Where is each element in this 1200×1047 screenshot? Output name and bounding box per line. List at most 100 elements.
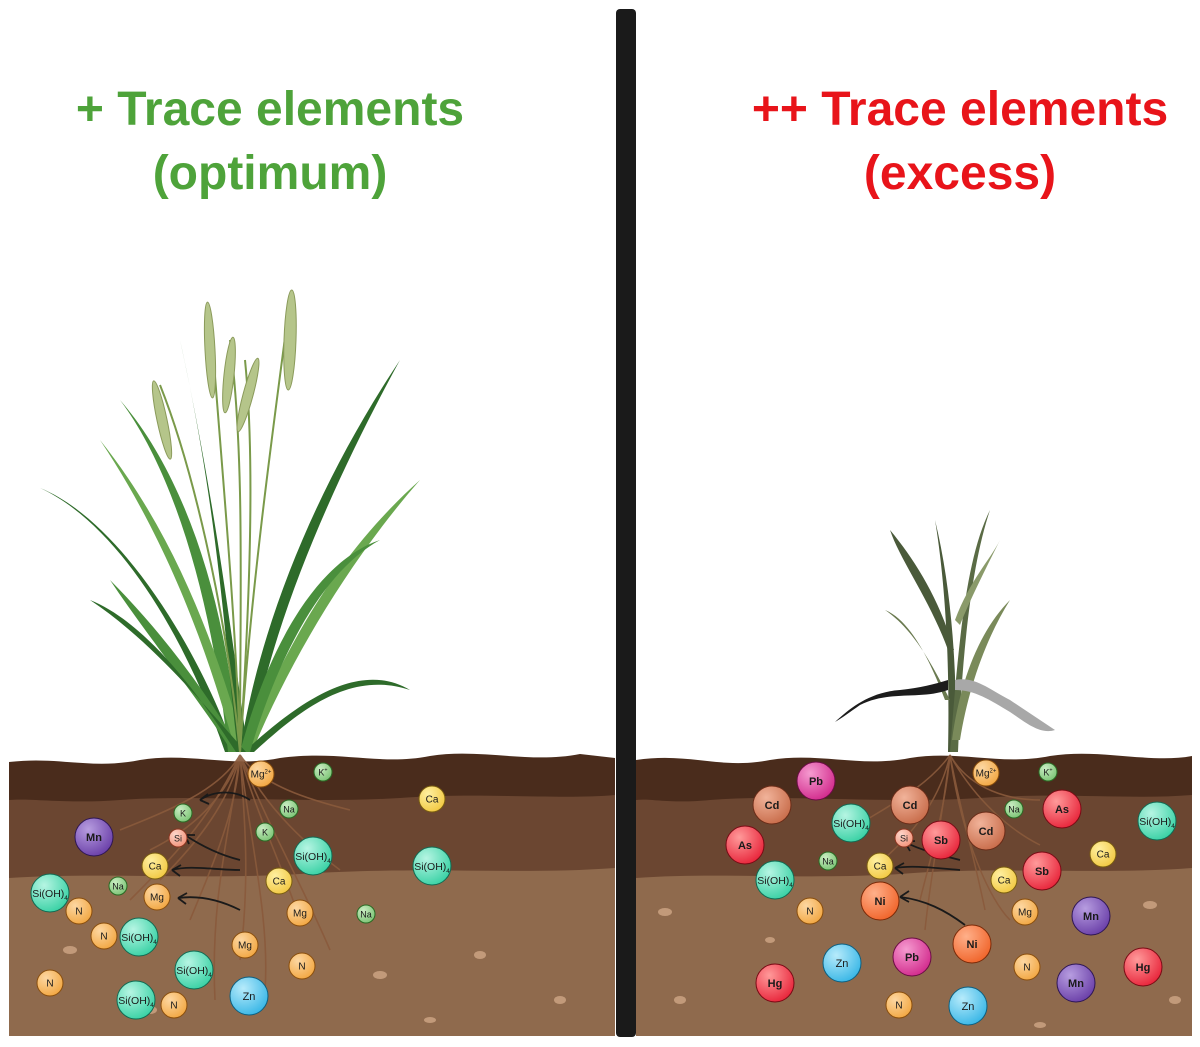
ion-mg: Mg [231,931,259,959]
ion-bubble [160,991,188,1019]
ion-label: Mg [150,893,164,904]
ion-bubble [818,851,838,871]
ion-label: Si [900,834,908,844]
ion-si: Si [168,828,188,848]
ion-bubble [247,760,275,788]
ion-ca: Ca [866,852,894,880]
ion-bubble [952,924,992,964]
ion-cd: Cd [752,785,792,825]
ion-ca: Ca [418,785,446,813]
title-right-line2: (excess) [863,147,1057,200]
ion-na: Na [1004,799,1024,819]
ion-bubble [822,943,862,983]
soil-pebbles [658,901,1181,1028]
ion-bubble [796,761,836,801]
ion-bubble [1042,789,1082,829]
ion-mn: Mn [74,817,114,857]
ion-label: Si(OH)4 [757,875,793,889]
ion-label: Mg [293,909,307,920]
ion-cd: Cd [966,811,1006,851]
ion-bubble [231,931,259,959]
title-excess: ++ Trace elements (excess) [720,78,1200,206]
ion-label: Hg [768,978,783,990]
ion-bubble [831,803,871,843]
ion-k: K [173,803,193,823]
ion-bubble [173,803,193,823]
ion-na: Na [818,851,838,871]
ion-label: Ca [149,862,162,873]
ion-mn: Mn [1056,963,1096,1003]
ion-label: N [298,962,305,973]
ion-label: Mg2+ [976,769,997,780]
ion-bubble [65,897,93,925]
ion-label: Mn [86,832,102,844]
ion-mg: Mg [143,883,171,911]
ion-bubble [412,846,452,886]
ion-label: N [75,907,82,918]
ion-bubble [990,866,1018,894]
ion-bubble [972,759,1000,787]
ion-bubble [74,817,114,857]
ion-bubble [885,991,913,1019]
ion-pb: Pb [796,761,836,801]
ion-ca: Ca [990,866,1018,894]
ion-label: Si(OH)4 [1139,816,1175,830]
ion-label: Ca [874,862,887,873]
ion-label: Mg2+ [251,770,272,781]
ion-mn: Mn [1071,896,1111,936]
ion-zn: Zn [948,986,988,1026]
ion-label: Pb [905,952,919,964]
ion-label: Si(OH)4 [295,851,331,865]
ion-label: N [895,1001,902,1012]
ion-label: Mn [1068,978,1084,990]
ion-n: N [885,991,913,1019]
title-right-line1: ++ Trace elements [751,83,1169,136]
ion-k: K+ [1038,762,1058,782]
ion-bubble [1123,947,1163,987]
ion-bubble [1011,898,1039,926]
ion-bubble [265,867,293,895]
ion-bubble [866,852,894,880]
ion-sioh4: Si(OH)4 [1137,801,1177,841]
ion-label: Mg [1018,908,1032,919]
ion-bubble [36,969,64,997]
ion-sioh4: Si(OH)4 [755,860,795,900]
ion-sb: Sb [1022,851,1062,891]
title-optimum: + Trace elements (optimum) [30,78,510,206]
ion-mg: Mg [1011,898,1039,926]
ion-label: Sb [934,835,948,847]
ion-bubble [30,873,70,913]
ion-label: N [46,979,53,990]
ion-label: Na [822,857,834,867]
ion-label: Si [174,834,182,844]
ion-bubble [229,976,269,1016]
ion-n: N [65,897,93,925]
ion-label: Zn [836,958,849,970]
ion-label: Si(OH)4 [118,995,154,1009]
ion-label: K+ [318,768,327,778]
ion-zn: Zn [229,976,269,1016]
ion-cd: Cd [890,785,930,825]
ion-bubble [1056,963,1096,1003]
ion-bubble [119,917,159,957]
ion-sioh4: Si(OH)4 [412,846,452,886]
ion-na: Na [356,904,376,924]
ion-label: Ca [273,877,286,888]
ion-bubble [174,950,214,990]
ion-mg: Mg2+ [972,759,1000,787]
ion-n: N [36,969,64,997]
ion-bubble [1137,801,1177,841]
ion-bubble [108,876,128,896]
ion-bubble [892,937,932,977]
ion-bubble [1071,896,1111,936]
ion-zn: Zn [822,943,862,983]
ion-label: Cd [903,800,918,812]
ion-mg: Mg [286,899,314,927]
ion-bubble [1038,762,1058,782]
ion-label: Mg [238,941,252,952]
ion-label: Zn [243,991,256,1003]
title-left-line1: + Trace elements [75,83,465,136]
ion-label: Si(OH)4 [414,861,450,875]
ion-k: K [255,822,275,842]
ion-bubble [755,963,795,1003]
